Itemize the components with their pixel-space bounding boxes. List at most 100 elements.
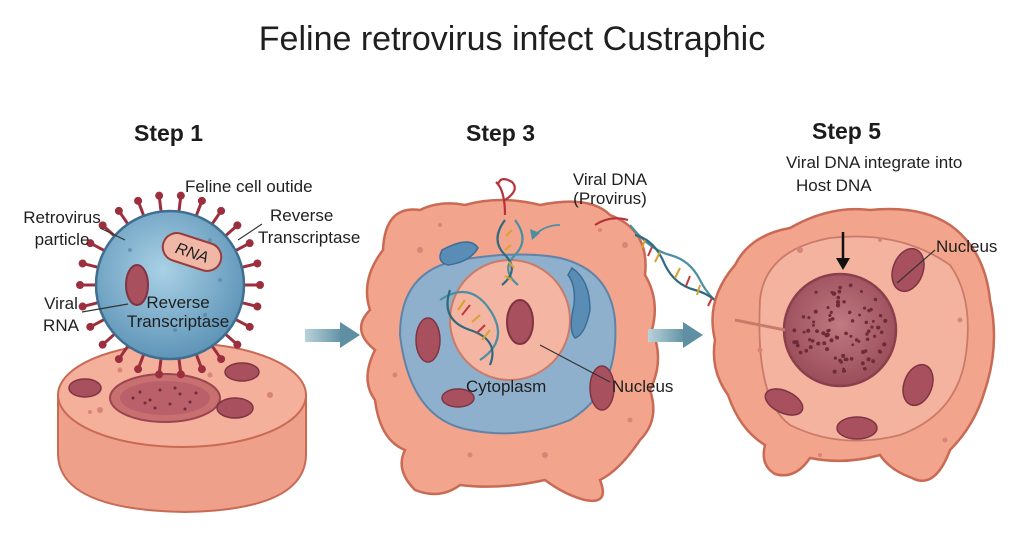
chromatin-dot [866,357,871,362]
virus-spike-head [86,322,95,331]
chromatin-dot [842,369,847,373]
chromatin-dot [878,350,883,354]
chromatin-dot [810,339,815,343]
chromatin-dot [849,334,853,338]
step3-heading: Step 3 [466,120,536,146]
virus-spike-head [86,239,95,248]
chromatin-dot [865,337,870,342]
virus-spike-head [233,340,242,349]
label-viral-dna-line1: Viral DNA [572,170,648,189]
label-retrovirus-line1: Retrovirus [23,208,101,227]
virus-spike-head [245,239,254,248]
chromatin-dot [843,358,847,361]
chromatin-dot [830,317,835,321]
virus-spike-head [197,365,206,374]
chromatin-dot [825,332,830,338]
chromatin-dot [829,310,833,314]
label-retrovirus-particle: Retrovirus particle [16,208,108,249]
arrow-step3-to-step5 [648,322,703,348]
label-viral-rna-line2: RNA [43,316,79,335]
chromatin-dot [869,307,873,312]
chromatin-dot [848,283,853,288]
chromatin-dot [832,369,837,374]
chromatin-dot [814,290,818,294]
chromatin-dot [834,335,838,339]
chromatin-dot [871,359,876,364]
label-reverse-transcriptase-inner: Reverse Transcriptase [118,293,238,331]
label-integrate-line1: Viral DNA integrate into [786,153,963,172]
chromatin-dot [850,319,855,323]
chromatin-dot [831,291,837,296]
virus-spike-head [253,259,262,268]
chromatin-dot [862,366,867,371]
virus-spike-head [155,370,164,379]
chromatin-dot [871,319,875,323]
chromatin-dot [835,303,841,308]
virus-spike-head [197,196,206,205]
chromatin-dot [816,341,821,346]
label-viral-rna-line1: Viral [44,294,78,313]
chromatin-dot [844,331,848,336]
label-reverse-outer-line1: Reverse [270,206,334,225]
chromatin-dot [808,345,813,350]
chromatin-dot [826,329,830,333]
label-reverse-transcriptase-outer: Reverse Transcriptase [258,206,360,247]
step3-leader-lines [539,344,611,383]
label-cytoplasm: Cytoplasm [466,377,547,396]
virus-spike-head [253,302,262,311]
label-viral-rna: Viral RNA [36,294,86,335]
chromatin-dot [806,328,811,333]
chromatin-dot [879,330,884,334]
chromatin-dot [812,320,816,324]
chromatin-dot [866,329,871,334]
label-reverse-inner-line2: Transcriptase [126,312,230,331]
chromatin-dot [838,285,842,290]
chromatin-dot [883,318,888,323]
chromatin-dot [804,348,809,353]
virus-spike-head [134,365,143,374]
chromatin-dot [865,332,869,336]
chromatin-dot [792,340,797,345]
chromatin-dot [808,338,812,342]
virus-spike-head [78,302,87,311]
virus-spike-head [256,281,264,289]
chromatin-dot [807,316,811,320]
chromatin-dot [882,342,887,347]
chromatin-dot [835,300,841,305]
label-viral-dna-line2: (Provirus) [573,189,647,208]
step3-cell [360,198,660,503]
chromatin-dot [849,356,854,361]
chromatin-dot [828,313,832,318]
label-nucleus-step5: Nucleus [936,237,998,256]
virus-spike-head [134,196,143,205]
label-retrovirus-line2: particle [34,230,90,249]
chromatin-dot [838,358,842,363]
chromatin-dot [863,349,868,353]
virus-spike-head [98,340,107,349]
virus-spike-head [98,221,107,230]
virus-spike-head [176,370,185,379]
chromatin-dot [798,350,803,355]
chromatin-dot [795,343,800,348]
arrow-step1-to-step3 [305,322,360,348]
virus-spike-head [114,206,123,215]
chromatin-dot [836,295,841,300]
step1-leader-lines [81,223,263,313]
chromatin-dot [848,310,852,314]
virus-spike-head [217,206,226,215]
chromatin-dot [859,289,863,293]
diagram-title: Feline retrovirus infect Custraphic [258,20,766,58]
chromatin-dot [858,313,862,317]
chromatin-dot [801,315,806,319]
step5-nucleus-chromatin [792,283,888,374]
chromatin-dot [792,328,797,333]
chromatin-dot [860,361,865,366]
label-feline-cell-outside: Feline cell outide [185,177,313,196]
chromatin-dot [821,331,826,336]
label-reverse-inner-line1: Reverse [146,293,210,312]
virus-spike-head [233,221,242,230]
label-nucleus-step3: Nucleus [612,377,674,396]
label-reverse-outer-line2: Transcriptase [258,228,361,247]
chromatin-dot [841,353,846,358]
